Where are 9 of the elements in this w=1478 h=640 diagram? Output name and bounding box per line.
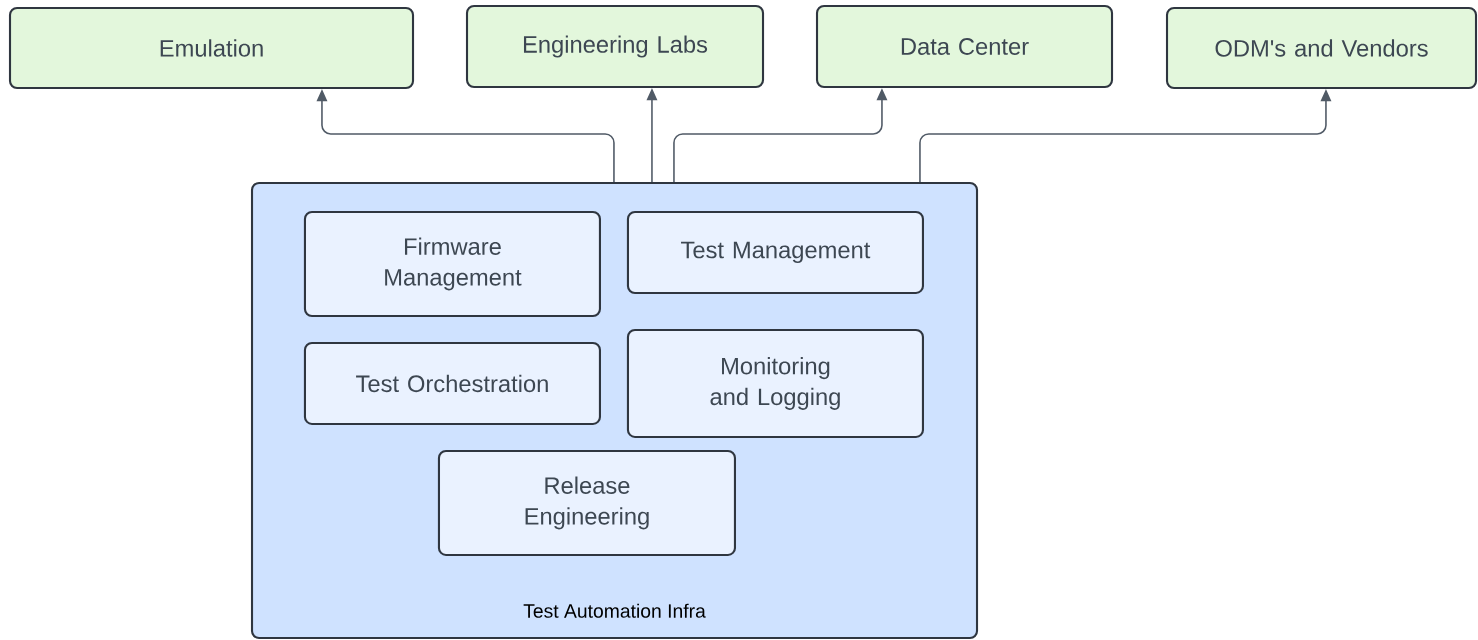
- process-box: Engineering Labs: [465, 4, 765, 89]
- process-box: Firmware Management: [303, 210, 601, 317]
- process-box: ODM's and Vendors: [1165, 6, 1478, 90]
- process-box: Monitoring and Logging: [626, 328, 924, 438]
- process-box: Test Orchestration: [303, 341, 601, 425]
- process-box: Release Engineering: [437, 449, 736, 556]
- process-box: Data Center: [815, 4, 1114, 89]
- process-box: Emulation: [8, 6, 415, 90]
- process-box: Test Management: [626, 210, 924, 294]
